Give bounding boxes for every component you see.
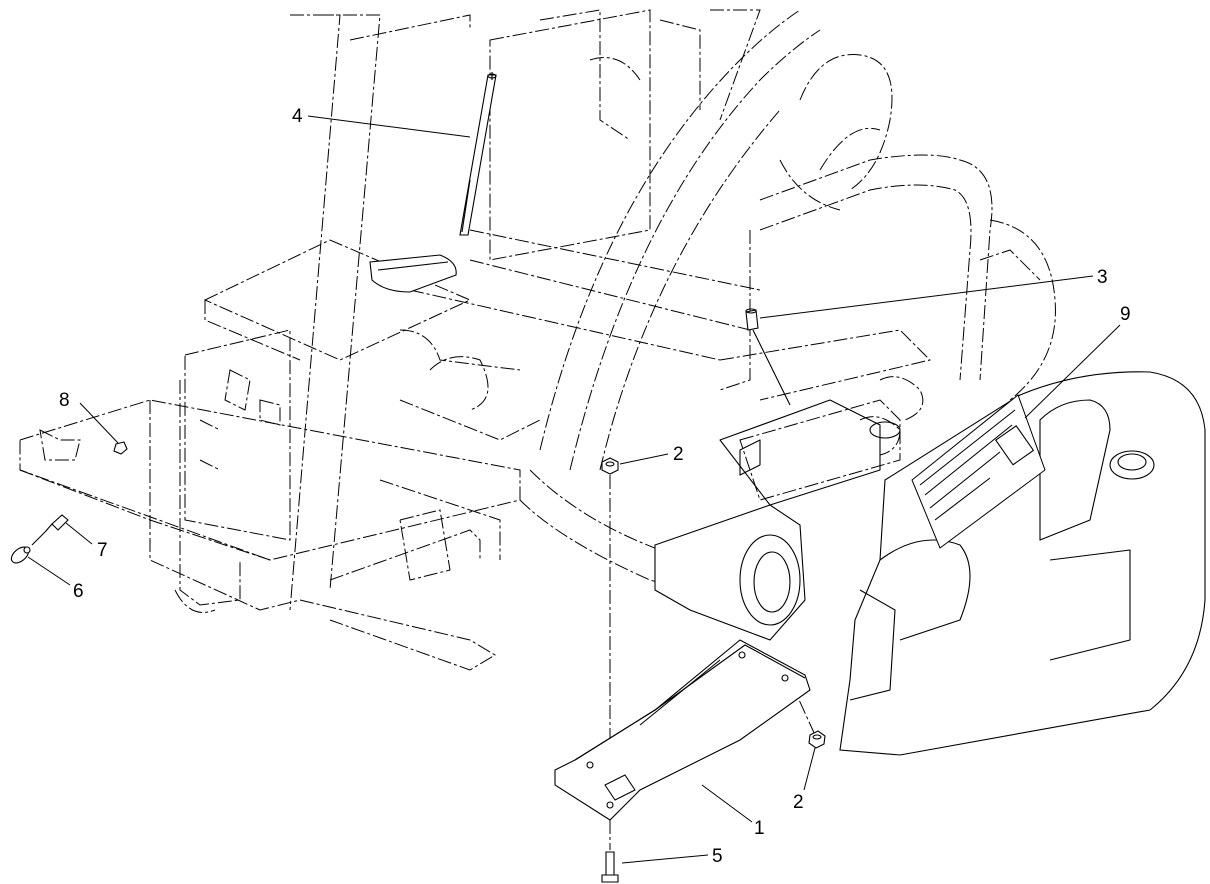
sleeve-7 <box>44 514 69 533</box>
callout-6: 6 <box>73 581 84 602</box>
phantom-frame <box>19 9 1056 671</box>
cable-loop-6 <box>10 531 46 564</box>
callout-5: 5 <box>712 846 723 867</box>
callout-labels: 4 3 9 2 8 7 6 1 2 5 <box>59 106 1131 867</box>
skid-plate <box>554 639 811 821</box>
callout-4: 4 <box>292 106 303 127</box>
seat-latch <box>369 254 457 293</box>
flange-nut-lower <box>808 730 826 749</box>
decal-9 <box>911 394 1046 549</box>
gas-spring-strut <box>459 72 497 236</box>
callout-9: 9 <box>1120 304 1131 325</box>
callout-2-upper: 2 <box>673 444 684 465</box>
callout-2-lower: 2 <box>793 792 804 813</box>
callout-8: 8 <box>59 390 70 411</box>
nut-8 <box>113 441 128 455</box>
seat-switch <box>745 308 791 406</box>
callout-7: 7 <box>97 540 108 561</box>
callout-1: 1 <box>754 818 765 839</box>
bolt-5 <box>601 851 619 883</box>
callout-3: 3 <box>1097 267 1108 288</box>
leader-lines <box>27 115 1121 864</box>
flange-nut-upper <box>601 457 619 475</box>
axle-housing <box>654 399 901 641</box>
